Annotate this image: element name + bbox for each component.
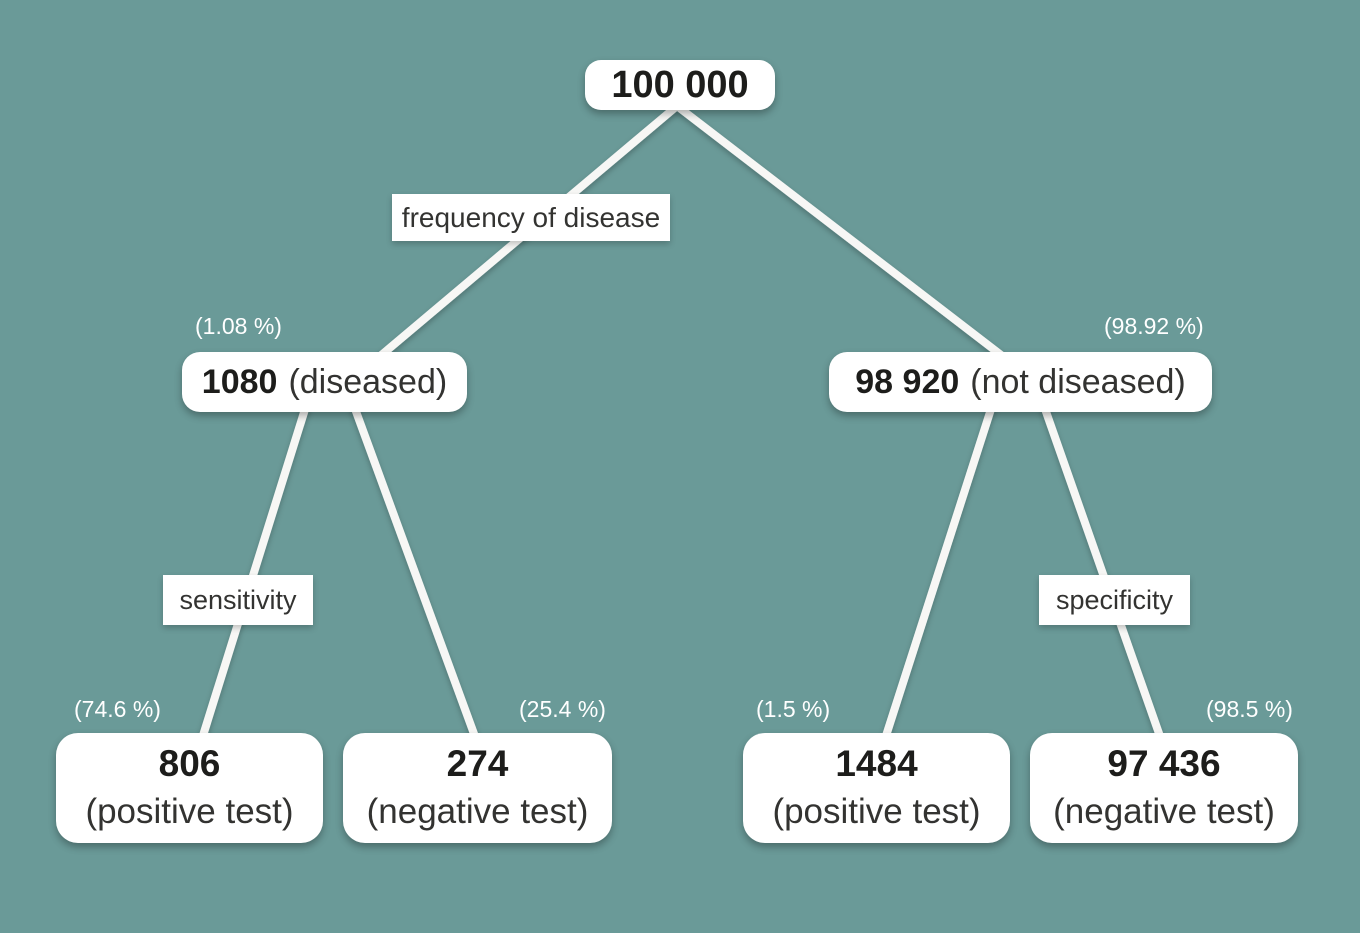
node-total-population: 100 000 (585, 60, 775, 110)
not-diseased-label: (not diseased) (970, 362, 1186, 401)
edge-diseased-to-negative (350, 404, 481, 744)
not-diseased-positive-value: 1484 (835, 743, 918, 785)
label-frequency-of-disease: frequency of disease (392, 194, 670, 241)
diseased-positive-label: (positive test) (85, 792, 294, 832)
diseased-negative-label: (negative test) (366, 792, 589, 832)
node-diseased: 1080 (diseased) (182, 352, 467, 412)
total-population-value: 100 000 (611, 63, 749, 106)
not-diseased-negative-label: (negative test) (1053, 792, 1275, 832)
node-diseased-positive-test: 806 (positive test) (56, 733, 323, 843)
not-diseased-negative-value: 97 436 (1107, 743, 1221, 785)
not-diseased-value: 98 920 (855, 362, 960, 401)
edge-not-diseased-to-negative (1040, 404, 1166, 744)
percent-diseased: (1.08 %) (195, 313, 282, 339)
edge-root-to-not-diseased (674, 102, 1021, 372)
label-sensitivity: sensitivity (163, 575, 313, 625)
percent-not-diseased-positive: (1.5 %) (756, 696, 831, 722)
label-specificity: specificity (1039, 575, 1190, 625)
node-not-diseased-positive-test: 1484 (positive test) (743, 733, 1010, 843)
diseased-negative-value: 274 (446, 743, 509, 785)
diseased-positive-value: 806 (158, 743, 221, 785)
percent-not-diseased-negative: (98.5 %) (1206, 696, 1293, 722)
node-not-diseased-negative-test: 97 436 (negative test) (1030, 733, 1298, 843)
percent-diseased-negative: (25.4 %) (519, 696, 606, 722)
percent-diseased-positive: (74.6 %) (74, 696, 161, 722)
edge-diseased-to-positive (197, 404, 310, 744)
edge-not-diseased-to-positive (880, 404, 996, 744)
node-not-diseased: 98 920 (not diseased) (829, 352, 1212, 412)
node-diseased-negative-test: 274 (negative test) (343, 733, 612, 843)
diseased-label: (diseased) (288, 362, 448, 401)
not-diseased-positive-label: (positive test) (772, 792, 981, 832)
diseased-value: 1080 (201, 362, 278, 401)
percent-not-diseased: (98.92 %) (1104, 313, 1204, 339)
